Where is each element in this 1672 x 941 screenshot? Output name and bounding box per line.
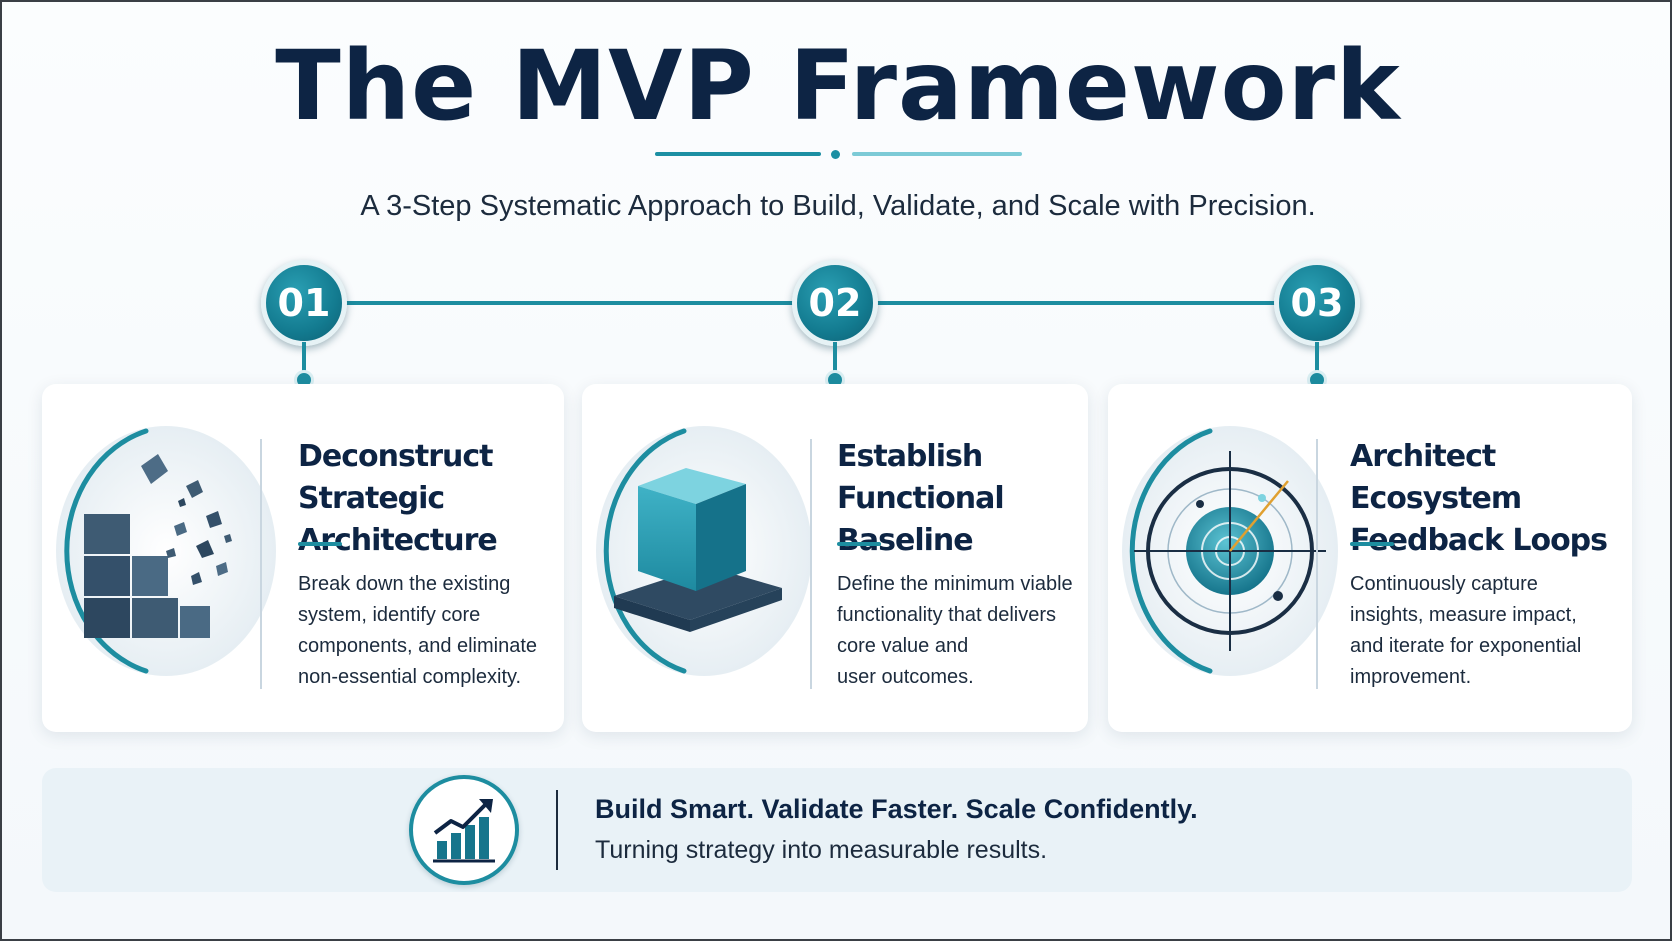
card-desc-line: components, and eliminate (298, 635, 538, 657)
card-accent-bar (1350, 542, 1394, 546)
step-badge-01: 01 (261, 260, 347, 346)
timeline-connector-2-3 (832, 301, 1312, 305)
card-desc-line: core value and (837, 635, 969, 657)
page-title: The MVP Framework (275, 30, 1401, 142)
timeline-connector-1-2 (302, 301, 822, 305)
card-title-line: Deconstruct (298, 439, 493, 474)
card-desc-line: system, identify core (298, 604, 481, 626)
card-desc-line: functionality that delivers (837, 604, 1057, 626)
step-badge-03: 03 (1274, 260, 1360, 346)
card-desc-line: Continuously capture (1350, 573, 1538, 595)
card-desc-line: Break down the existing (298, 573, 511, 595)
title-rule-left (655, 152, 821, 156)
card-desc-line: improvement. (1350, 666, 1472, 688)
banner-divider (556, 790, 558, 870)
card-accent-bar (837, 542, 881, 546)
card-title: Deconstruct Strategic Architecture (298, 436, 564, 562)
cube-on-base-icon (586, 406, 816, 696)
page-subtitle: A 3-Step Systematic Approach to Build, V… (360, 190, 1316, 222)
card-desc-line: user outcomes. (837, 666, 974, 688)
title-rule-dot (831, 150, 840, 159)
fragmenting-blocks-icon (46, 406, 276, 696)
step-stem-01 (302, 342, 306, 374)
banner-subline: Turning strategy into measurable results… (595, 836, 1048, 864)
card-divider (1316, 439, 1318, 689)
step-card-02: Establish Functional Baseline Define the… (582, 384, 1088, 732)
step-card-01: Deconstruct Strategic Architecture Break… (42, 384, 564, 732)
card-title-line: Establish (837, 439, 983, 474)
growth-chart-icon (409, 775, 519, 885)
card-desc-line: and iterate for exponential (1350, 635, 1582, 657)
card-desc-line: insights, measure impact, (1350, 604, 1577, 626)
card-desc-line: non-essential complexity. (298, 666, 522, 688)
card-accent-bar (298, 542, 342, 546)
step-card-03: Architect Ecosystem Feedback Loops Conti… (1108, 384, 1632, 732)
card-description: Continuously capture insights, measure i… (1350, 569, 1581, 693)
card-title: Architect Ecosystem Feedback Loops (1350, 436, 1632, 562)
card-title-line: Functional Baseline (837, 481, 1005, 558)
title-rule-right (852, 152, 1022, 156)
step-badge-02: 02 (792, 260, 878, 346)
radar-target-icon (1112, 406, 1342, 696)
card-title-line: Architect Ecosystem (1350, 439, 1522, 516)
card-divider (810, 439, 812, 689)
card-title-line: Strategic Architecture (298, 481, 498, 558)
step-stem-02 (833, 342, 837, 374)
card-description: Define the minimum viable functionality … (837, 569, 1073, 693)
card-description: Break down the existing system, identify… (298, 569, 537, 693)
card-desc-line: Define the minimum viable (837, 573, 1073, 595)
banner-headline: Build Smart. Validate Faster. Scale Conf… (595, 794, 1198, 824)
summary-banner: Build Smart. Validate Faster. Scale Conf… (42, 768, 1632, 892)
card-divider (260, 439, 262, 689)
step-stem-03 (1315, 342, 1319, 374)
card-title-line: Feedback Loops (1350, 523, 1608, 558)
card-title: Establish Functional Baseline (837, 436, 1088, 562)
